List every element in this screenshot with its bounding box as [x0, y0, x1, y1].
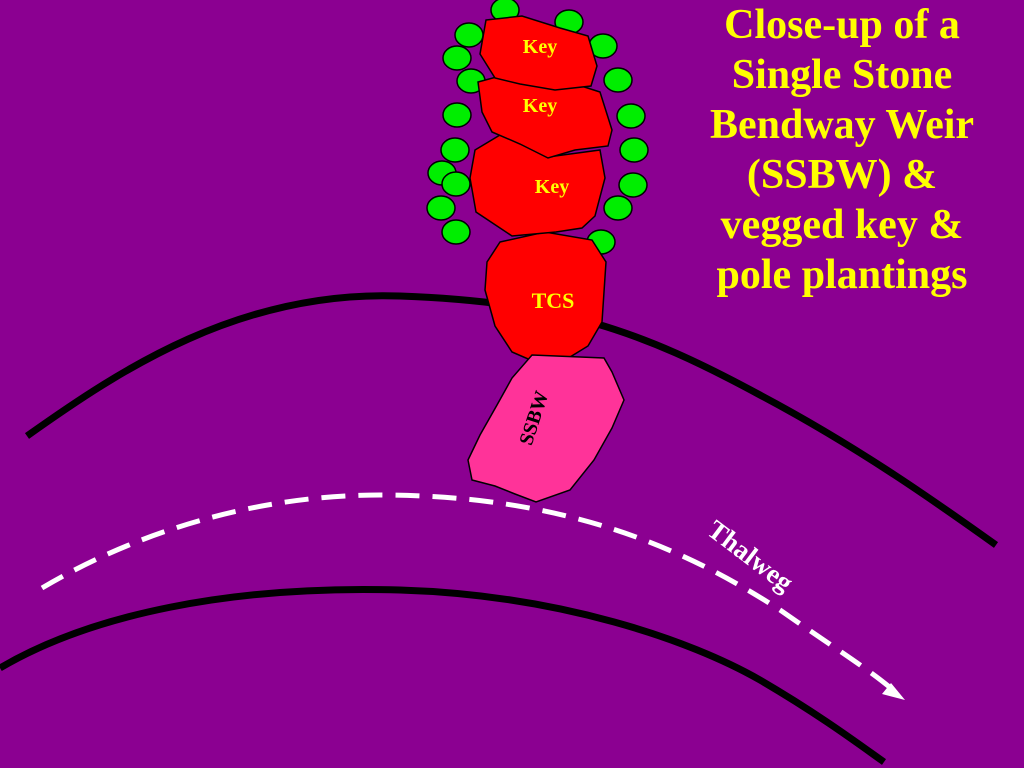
pole-planting	[619, 137, 649, 163]
key-label-middle: Key	[523, 95, 557, 117]
key-label-bottom: Key	[535, 176, 569, 198]
pole-planting	[454, 22, 484, 48]
pole-planting	[616, 103, 646, 129]
key-label-top: Key	[523, 36, 557, 58]
pole-planting	[442, 45, 472, 71]
thalweg-line	[40, 492, 895, 692]
pole-planting	[442, 102, 472, 128]
lower-bank-line	[0, 586, 887, 765]
ssbw-rock	[467, 354, 625, 503]
pole-planting	[603, 67, 633, 93]
key-rock-top	[479, 15, 598, 91]
pole-planting	[441, 171, 471, 197]
pole-planting	[603, 195, 633, 221]
pole-planting	[440, 137, 470, 163]
tcs-label: TCS	[532, 288, 575, 313]
pole-planting	[441, 219, 471, 245]
thalweg-arrowhead	[882, 683, 905, 700]
pole-planting	[426, 195, 456, 221]
pole-planting	[618, 172, 648, 198]
slide-title: Close-up of a Single Stone Bendway Weir …	[709, 2, 975, 298]
